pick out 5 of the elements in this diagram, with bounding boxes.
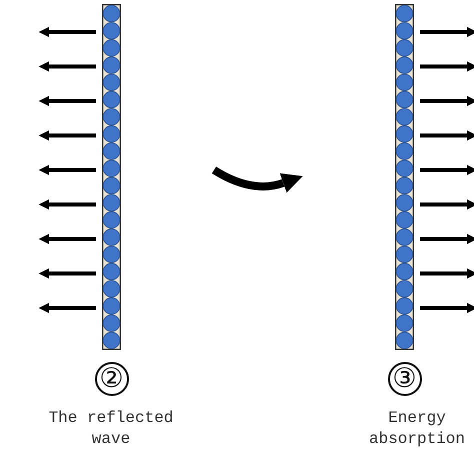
- step-number: ②: [94, 362, 128, 396]
- curved-arrow: [212, 166, 304, 193]
- node-label: Energy absorption: [368, 408, 466, 450]
- step-number: ③: [388, 362, 422, 396]
- node-label: The reflected wave: [48, 408, 174, 450]
